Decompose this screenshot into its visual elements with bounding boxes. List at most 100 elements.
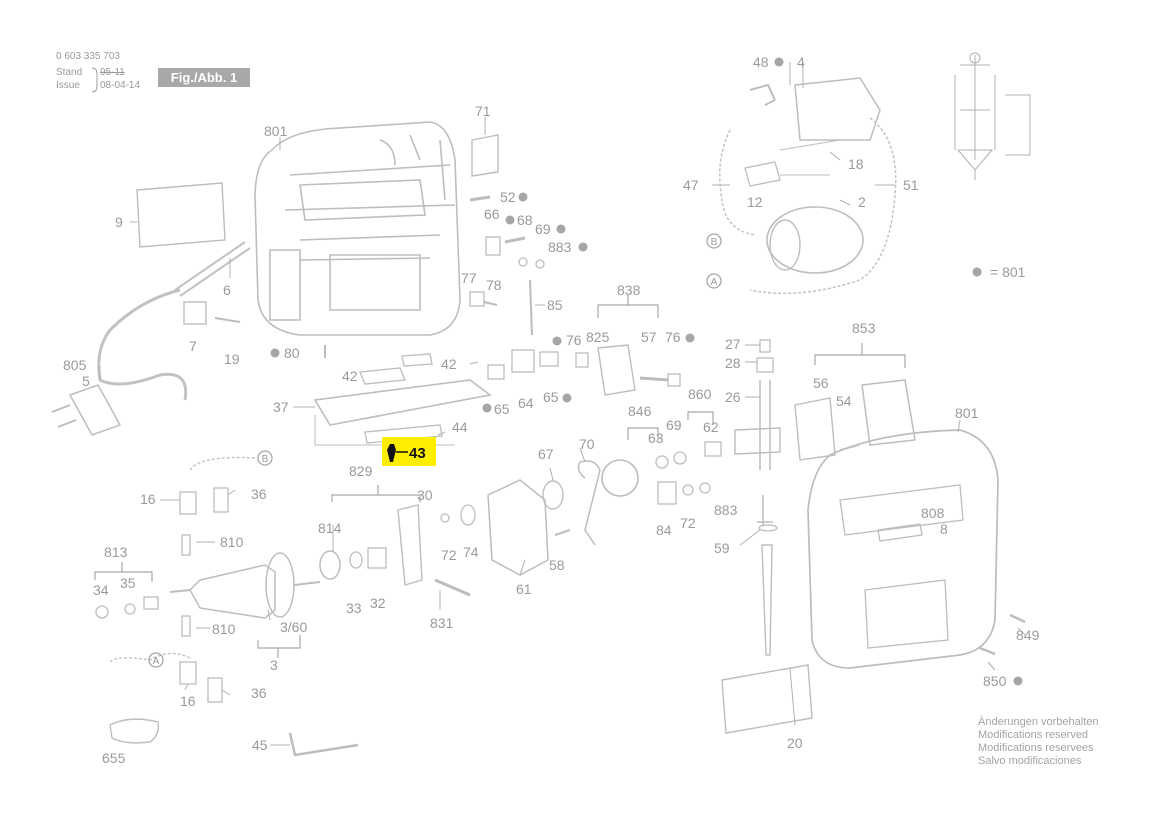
part-70-lever (577, 460, 601, 546)
part-20-plate (721, 664, 813, 734)
label-5: 5 (82, 373, 90, 389)
part-71-plate (471, 134, 499, 177)
label-71: 71 (475, 103, 491, 119)
part-77 (469, 291, 485, 307)
label-84: 84 (656, 522, 672, 538)
part-69-washer (518, 257, 528, 267)
switch-leads (779, 139, 841, 176)
label-12: 12 (747, 194, 763, 210)
part-883-washer (535, 259, 545, 269)
part-85-rod (529, 279, 533, 336)
bracket-813 (94, 562, 153, 582)
label-18: 18 (848, 156, 864, 172)
bracket-829 (331, 485, 421, 502)
bracket-860 (687, 411, 714, 425)
label-61: 61 (516, 581, 532, 597)
part-36a (213, 487, 229, 513)
note-es: Salvo modificaciones (978, 755, 1082, 767)
connector-A-top: A (711, 277, 718, 288)
part-34 (95, 605, 109, 619)
label-16a: 16 (140, 491, 156, 507)
label-63: 63 (648, 430, 664, 446)
label-42b: 42 (441, 356, 457, 372)
part-12 (744, 161, 781, 187)
label-76a: 76 (566, 332, 582, 348)
label-4: 4 (797, 54, 805, 70)
connector-markers: B A B A (148, 233, 722, 668)
label-32: 32 (370, 595, 386, 611)
label-51: 51 (903, 177, 919, 193)
bracket-846 (627, 427, 659, 440)
cables-47-51 (719, 117, 897, 295)
label-74: 74 (463, 544, 479, 560)
note-de: Änderungen vorbehalten (978, 716, 1099, 728)
label-655: 655 (102, 750, 126, 766)
part-808-label (877, 523, 923, 542)
part-30-bearing-block (397, 504, 423, 586)
part-805-cord (97, 288, 188, 401)
label-831: 831 (430, 615, 454, 631)
part-9-plate (136, 182, 226, 248)
part-45-hexkey (288, 732, 359, 757)
label-829: 829 (349, 463, 373, 479)
part-66 (485, 236, 501, 256)
part-76b (667, 373, 681, 387)
part-69b (673, 451, 687, 465)
note-en: Modifications reserved (978, 729, 1089, 741)
part-37-baseplate (313, 379, 492, 426)
part-28 (756, 357, 774, 373)
label-77: 77 (461, 270, 477, 286)
part-32 (367, 547, 387, 569)
label-65b: 65 (543, 389, 559, 405)
figure-badge: Fig./Abb. 1 (158, 68, 250, 87)
label-70: 70 (579, 436, 595, 452)
part-19-screw (214, 317, 241, 323)
bearing-813 (143, 596, 159, 610)
part-68 (504, 236, 526, 244)
housing-right-drawing (807, 429, 999, 669)
label-801a: 801 (264, 123, 288, 139)
part-labels: 801 71 9 52 66 68 69 883 6 77 78 85 7 19… (63, 54, 1040, 766)
bracket-838 (597, 295, 659, 318)
label-66: 66 (484, 206, 500, 222)
label-860: 860 (688, 386, 712, 402)
label-35: 35 (120, 575, 136, 591)
part-58-pin (554, 529, 571, 536)
plug (68, 384, 122, 436)
part-36b (207, 677, 223, 703)
part-42-pads (359, 353, 433, 385)
label-64: 64 (518, 395, 534, 411)
label-3: 3 (270, 657, 278, 673)
label-85: 85 (547, 297, 563, 313)
part-72b (682, 484, 694, 496)
armature-fan (265, 552, 295, 618)
label-72b: 72 (680, 515, 696, 531)
label-849: 849 (1016, 627, 1040, 643)
part-853-block (861, 379, 916, 446)
part-48 (749, 83, 776, 106)
label-838: 838 (617, 282, 641, 298)
label-34: 34 (93, 582, 109, 598)
connector-B-top: B (711, 237, 718, 248)
stand-label: Stand (56, 67, 83, 78)
label-56: 56 (813, 375, 829, 391)
label-28: 28 (725, 355, 741, 371)
part-65b (539, 351, 559, 367)
part-27 (759, 339, 771, 353)
part-16b-holder (179, 661, 197, 685)
highlight-label-43: 43 (409, 445, 426, 462)
connector-A-left: A (153, 656, 160, 667)
label-59: 59 (714, 540, 730, 556)
label-36b: 36 (251, 685, 267, 701)
label-57: 57 (641, 329, 657, 345)
part-65a (487, 364, 505, 380)
brush-leads (109, 456, 256, 663)
grip-panel (864, 579, 949, 649)
legend-text: = 801 (990, 264, 1026, 280)
part-64 (511, 349, 535, 373)
label-808: 808 (921, 505, 945, 521)
label-825: 825 (586, 329, 610, 345)
label-26: 26 (725, 389, 741, 405)
part-76a (575, 352, 589, 368)
